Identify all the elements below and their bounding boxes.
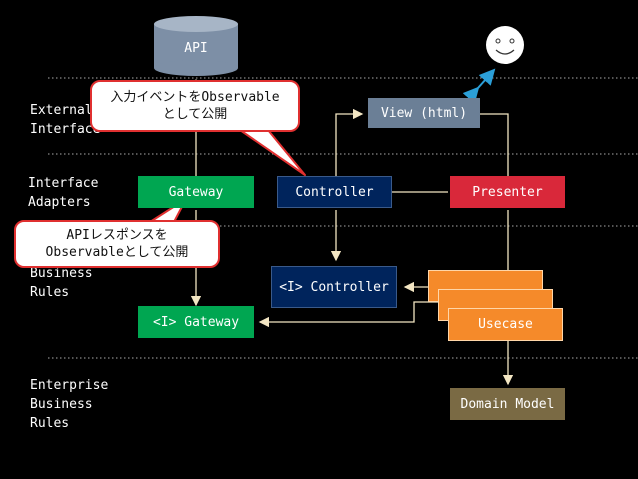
i-controller-node: <I> Controller [271, 266, 397, 308]
layer-label-external-interface: External Interface [30, 103, 101, 137]
gateway-node: Gateway [138, 176, 254, 208]
usecase-node: Usecase [448, 308, 563, 341]
api-cylinder [154, 16, 238, 76]
layer-label-business-rules: Business Rules [30, 266, 93, 300]
user-view-link [462, 68, 496, 104]
callout-api-response: APIレスポンスを Observableとして公開 [14, 220, 220, 268]
callout-input-events: 入力イベントをObservable として公開 [90, 80, 300, 132]
layer-label-enterprise-business-rules: Enterprise Business Rules [30, 378, 109, 431]
user-smiley-icon [486, 26, 524, 64]
callout-tail-input [239, 129, 306, 176]
controller-node: Controller [277, 176, 392, 208]
domain-model-node: Domain Model [450, 388, 565, 420]
controller-to-view-arrow [335, 108, 364, 176]
layer-label-interface-adapters: Interface Adapters [28, 176, 99, 210]
presenter-node: Presenter [450, 176, 565, 208]
view-node: View (html) [368, 98, 480, 128]
api-label: API [184, 40, 208, 56]
usecase-to-igateway-arrow [258, 301, 440, 328]
i-gateway-node: <I> Gateway [138, 306, 254, 338]
view-presenter-line [480, 113, 509, 176]
